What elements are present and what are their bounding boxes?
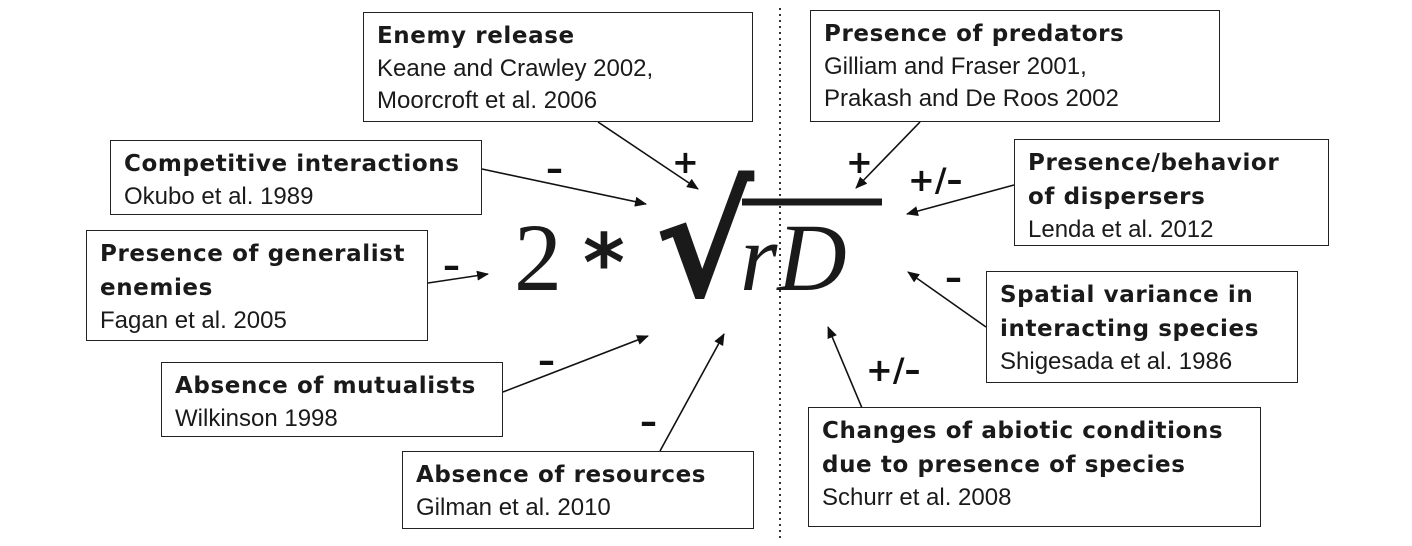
box-enemy-release: Enemy release Keane and Crawley 2002, Mo… <box>363 12 753 122</box>
sign-resources: – <box>640 402 657 442</box>
sign-generalist: – <box>443 246 460 286</box>
box-title: Competitive interactions <box>124 151 460 177</box>
box-competitive-interactions: Competitive interactions Okubo et al. 19… <box>110 140 482 215</box>
arrow-generalist <box>427 270 489 284</box>
arrow-competitive <box>481 168 647 207</box>
radical-sign: √ <box>654 158 755 332</box>
sign-competitive: – <box>546 149 563 189</box>
sign-enemy-release: + <box>672 143 699 181</box>
box-title: Absence of mutualists <box>175 373 476 399</box>
box-title: Spatial variance in interacting species <box>1000 282 1260 342</box>
box-presence-predators: Presence of predators Gilliam and Fraser… <box>810 10 1220 122</box>
arrow-enemy-release <box>597 121 699 190</box>
box-generalist-enemies: Presence of generalist enemies Fagan et … <box>86 230 428 341</box>
sign-mutualists: – <box>538 341 555 381</box>
box-abiotic-conditions: Changes of abiotic conditions due to pre… <box>808 407 1261 527</box>
arrow-abiotic <box>827 326 863 409</box>
sign-abiotic: +/– <box>866 351 921 389</box>
arrow-spatial <box>907 271 987 328</box>
box-refs: Wilkinson 1998 <box>175 405 338 432</box>
box-refs: Fagan et al. 2005 <box>100 307 287 334</box>
arrow-predators <box>855 121 921 189</box>
box-absence-mutualists: Absence of mutualists Wilkinson 1998 <box>161 362 503 437</box>
box-spatial-variance: Spatial variance in interacting species … <box>986 271 1298 383</box>
sign-spatial: – <box>945 258 962 298</box>
box-title: Presence/behavior of dispersers <box>1028 150 1280 210</box>
box-refs: Keane and Crawley 2002, Moorcroft et al.… <box>377 55 654 114</box>
box-refs: Schurr et al. 2008 <box>822 484 1012 511</box>
box-title: Presence of predators <box>824 21 1125 47</box>
sign-predators: + <box>846 143 873 181</box>
sign-dispersers: +/– <box>908 161 963 199</box>
box-dispersers: Presence/behavior of dispersers Lenda et… <box>1014 139 1329 246</box>
box-refs: Gilman et al. 2010 <box>416 494 611 521</box>
box-title: Enemy release <box>377 23 575 49</box>
box-title: Presence of generalist enemies <box>100 241 406 301</box>
arrow-resources <box>659 333 725 452</box>
formula-radicand: rD <box>740 204 847 311</box>
box-title: Changes of abiotic conditions due to pre… <box>822 418 1224 478</box>
box-title: Absence of resources <box>416 462 707 488</box>
formula-operator: * <box>583 217 625 310</box>
formula-coefficient: 2 <box>514 204 562 311</box>
box-absence-resources: Absence of resources Gilman et al. 2010 <box>402 451 754 529</box>
box-refs: Gilliam and Fraser 2001, Prakash and De … <box>824 53 1119 112</box>
arrow-mutualists <box>502 335 649 393</box>
box-refs: Lenda et al. 2012 <box>1028 216 1214 243</box>
arrow-dispersers <box>906 184 1015 216</box>
box-refs: Shigesada et al. 1986 <box>1000 348 1233 375</box>
box-refs: Okubo et al. 1989 <box>124 183 314 210</box>
